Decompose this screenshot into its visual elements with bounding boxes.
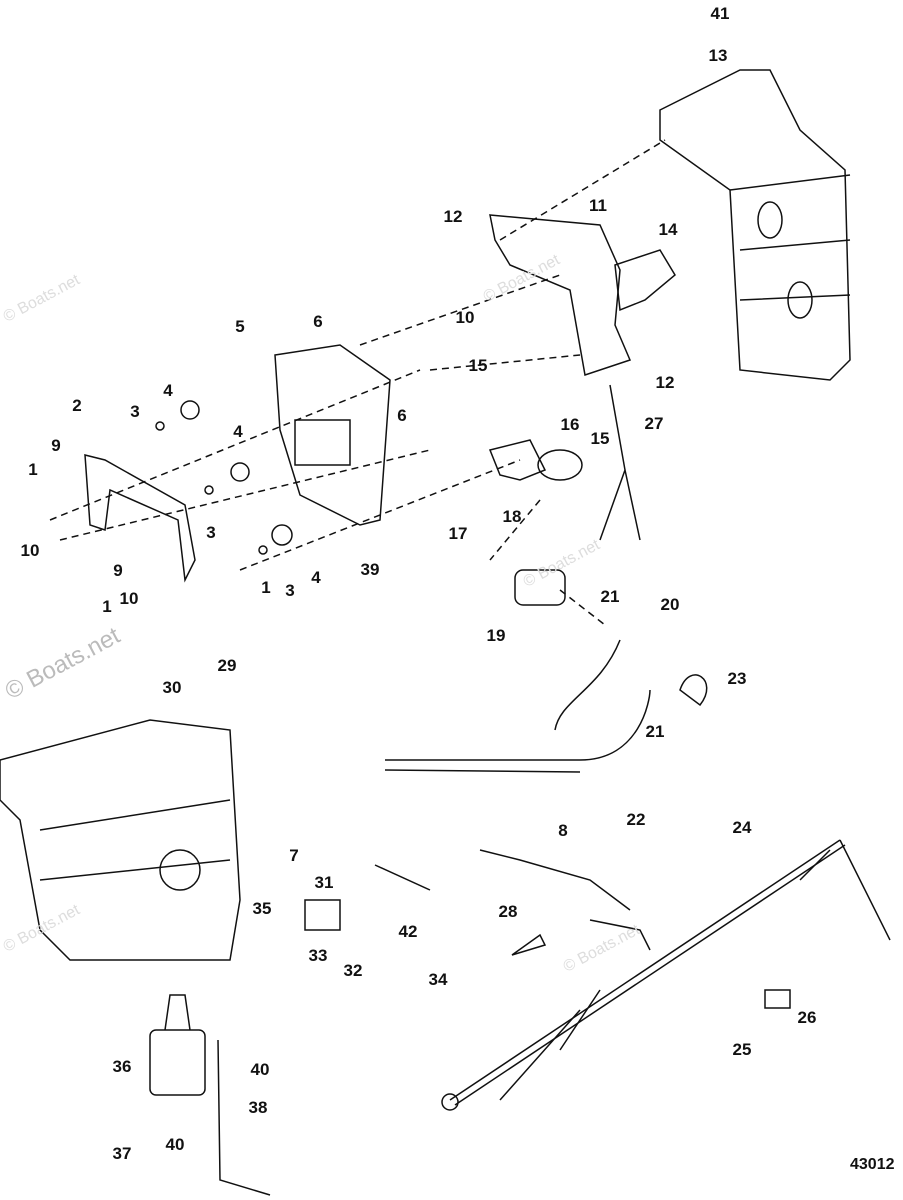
callout: 8: [558, 821, 568, 840]
callout: 4: [233, 422, 243, 441]
callout: 21: [600, 587, 620, 606]
callout: 29: [217, 656, 237, 675]
lead-27: [599, 384, 641, 541]
callout: 2: [72, 396, 82, 415]
starter-top: [164, 994, 191, 1031]
callout: 13: [708, 46, 728, 65]
harness-8: [479, 849, 631, 911]
sensor-16: [488, 439, 547, 481]
callout: 40: [250, 1060, 270, 1079]
callout: 3: [206, 523, 216, 542]
module-plate-5: [274, 344, 391, 526]
callout: 20: [660, 595, 680, 614]
callout: 4: [311, 568, 321, 587]
bracket-2: [84, 454, 196, 583]
callout: 9: [51, 436, 61, 455]
callout: 17: [448, 524, 468, 543]
callout: 10: [119, 589, 139, 608]
boot-23: [679, 674, 708, 707]
battery-cable-22: [384, 689, 651, 773]
callout: 16: [560, 415, 580, 434]
callout: 40: [165, 1135, 185, 1154]
callout: 30: [162, 678, 182, 697]
callout: 35: [252, 899, 272, 918]
callout: 11: [589, 196, 607, 215]
callout: 42: [398, 922, 418, 941]
module-5: [294, 419, 351, 466]
callout: 36: [112, 1057, 132, 1076]
figure-number: 43012: [850, 1156, 895, 1173]
callout: 19: [486, 626, 506, 645]
solenoid-19: [514, 569, 566, 606]
callout: 12: [655, 373, 675, 392]
callout: 26: [797, 1008, 817, 1027]
callout: 5: [235, 317, 245, 336]
bracket-11: [489, 214, 632, 376]
callout: 6: [313, 312, 323, 331]
callout: 15: [468, 356, 488, 375]
callout: 39: [360, 560, 380, 579]
bracket-14: [614, 249, 676, 312]
callout: 12: [443, 207, 463, 226]
callout: 6: [397, 406, 407, 425]
callout: 34: [428, 970, 448, 989]
wire-harness-24: [441, 839, 891, 1111]
callout: 27: [644, 414, 664, 433]
callout: 1: [261, 578, 271, 597]
callout: 37: [112, 1144, 132, 1163]
callout: 9: [113, 561, 123, 580]
callout: 25: [732, 1040, 752, 1059]
relay-31: [304, 899, 341, 931]
callout: 21: [645, 722, 665, 741]
cable-38: [217, 1039, 271, 1196]
callout: 7: [289, 846, 299, 865]
cap-28: [511, 933, 547, 956]
callout: 18: [502, 507, 522, 526]
callout: 41: [710, 4, 730, 23]
grommets: [155, 400, 293, 555]
cylinder-block-left: [0, 719, 241, 961]
callout: 3: [285, 581, 295, 600]
callout: 33: [308, 946, 328, 965]
callout: 14: [658, 220, 678, 239]
callout: 38: [248, 1098, 268, 1117]
callout: 28: [498, 902, 518, 921]
callout: 4: [163, 381, 173, 400]
fuse-26: [764, 989, 791, 1009]
callout: 3: [130, 402, 140, 421]
callout: 15: [590, 429, 610, 448]
starter-motor-36: [149, 1029, 206, 1096]
callout: 24: [732, 818, 752, 837]
cylinder-block-right: [659, 69, 851, 381]
bolt-42: [374, 864, 431, 891]
callout: 1: [28, 460, 38, 479]
boot-18: [537, 449, 583, 481]
callout: 10: [20, 541, 40, 560]
callout: 32: [343, 961, 363, 980]
cable-20: [554, 639, 621, 731]
callout: 22: [626, 810, 646, 829]
callout: 10: [455, 308, 475, 327]
callout: 31: [314, 873, 334, 892]
callout: 1: [102, 597, 112, 616]
callout: 23: [727, 669, 747, 688]
